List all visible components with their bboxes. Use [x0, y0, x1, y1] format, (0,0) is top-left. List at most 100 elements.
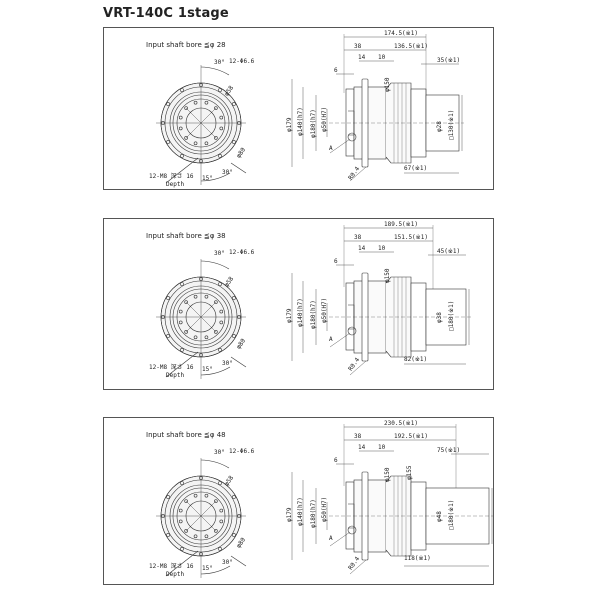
dim-14-label: 14: [358, 54, 366, 61]
angle-arc: [200, 260, 230, 270]
bolt-hole: [232, 140, 236, 144]
tap-hole: [214, 330, 218, 334]
phi180-label: φ180(h7): [310, 109, 317, 138]
tap-hole: [219, 508, 224, 513]
phi140-label: φ140(h7): [297, 497, 304, 526]
bolt-hole: [166, 533, 170, 537]
tap-hole: [219, 309, 224, 314]
holes-label: 12-Φ6.6: [229, 448, 255, 455]
angle-arc: [200, 459, 230, 469]
leader-line: [165, 157, 199, 184]
dim-38-label: 38: [354, 234, 362, 241]
bottom-length-label: 118(※1): [404, 555, 431, 562]
tap-hole: [178, 519, 183, 524]
square-size-label: □130(※1): [448, 109, 455, 140]
phi179-label: φ179: [286, 117, 293, 132]
depth-label: Depth: [166, 372, 185, 379]
tail-length-label: 35(※1): [437, 57, 461, 64]
drawing-panel: Input shaft bore ≦φ 48 30° 12-Φ6.6 φ58 φ…: [103, 417, 494, 585]
body-length-label: 151.5(※1): [394, 234, 428, 241]
bolt-hole: [232, 102, 236, 106]
bottom-length-label: 67(※1): [404, 165, 428, 172]
phi150-label: φ150: [384, 77, 391, 92]
center-line: [185, 301, 217, 333]
drawing-panel: Input shaft bore ≦φ 38 30° 12-Φ6.6 φ58 φ…: [103, 218, 494, 390]
tap-hole: [184, 106, 188, 110]
tap-hole: [193, 294, 198, 299]
depth-label: Depth: [166, 571, 185, 578]
tap-hole: [193, 141, 198, 146]
angle-30-label: 30°: [222, 169, 233, 176]
leader-line: [349, 166, 367, 182]
bolt-hole: [232, 533, 236, 537]
tap-hole: [184, 136, 188, 140]
square-size-label: □180(※1): [448, 499, 455, 530]
input-bore-label: Input shaft bore ≦φ 38: [146, 232, 226, 240]
leader-line: [230, 555, 247, 567]
tap-hole: [214, 300, 218, 304]
tap-label: 12-M8 深さ 16: [149, 173, 194, 180]
detail-a-circle: [347, 525, 357, 535]
input-bore-label: Input shaft bore ≦φ 48: [146, 431, 226, 439]
tap-label: 12-M8 深さ 16: [149, 364, 194, 371]
tap-hole: [193, 335, 198, 340]
bolt-hole: [166, 495, 170, 499]
bolt-hole: [166, 102, 170, 106]
detail-a-label: A: [329, 145, 333, 152]
dim-14-label: 14: [358, 245, 366, 252]
bolt-hole: [166, 296, 170, 300]
bolt-hole: [180, 154, 184, 158]
drawing-panel: Input shaft bore ≦φ 28 30° 12-Φ6.6 φ58 φ…: [103, 27, 494, 190]
center-line: [185, 500, 217, 532]
dim-6-label: 6: [334, 258, 338, 265]
tap-hole: [178, 320, 183, 325]
tap-hole: [178, 126, 183, 131]
tail-length-label: 75(※1): [437, 447, 461, 454]
angle-15-label: 15°: [202, 366, 213, 373]
tap-hole: [178, 115, 183, 120]
bolt-hole: [180, 88, 184, 92]
bolt-hole: [232, 334, 236, 338]
angle-15-label: 15°: [202, 175, 213, 182]
leader-line: [165, 550, 199, 577]
body-length-label: 136.5(※1): [394, 43, 428, 50]
phi180-label: φ180(h7): [310, 499, 317, 528]
leader-line: [165, 351, 199, 378]
technical-drawing: [156, 34, 464, 185]
detail-a-label: A: [329, 336, 333, 343]
output-pilot: [345, 88, 355, 157]
angle-arc: [200, 172, 231, 182]
angle-arc: [200, 66, 230, 76]
bolt-hole: [180, 547, 184, 551]
tap-hole: [204, 141, 209, 146]
bolt-hole: [218, 154, 222, 158]
phi50-label: φ50(H7): [321, 297, 328, 323]
phi140-label: φ140(h7): [297, 298, 304, 327]
tap-label: 12-M8 深さ 16: [149, 563, 194, 570]
total-length-label: 174.5(※1): [384, 30, 418, 37]
tap-hole: [193, 493, 198, 498]
holes-label: 12-Φ6.6: [229, 58, 255, 65]
dim-6-label: 6: [334, 67, 338, 74]
dim-14-label: 14: [358, 444, 366, 451]
phi179-label: φ179: [286, 308, 293, 323]
bolt-hole: [218, 88, 222, 92]
holes-label: 12-Φ6.6: [229, 249, 255, 256]
output-body: [353, 280, 387, 354]
angle-top-label: 30°: [214, 250, 225, 257]
detail-a-circle: [347, 326, 357, 336]
tap-hole: [204, 493, 209, 498]
bolt-hole: [232, 495, 236, 499]
tap-hole: [184, 300, 188, 304]
input-bore-label: Input shaft bore ≦φ 28: [146, 41, 226, 49]
phi179-label: φ179: [286, 507, 293, 522]
output-body: [353, 86, 387, 160]
bolt-hole: [180, 282, 184, 286]
total-length-label: 230.5(※1): [384, 420, 418, 427]
tap-hole: [184, 499, 188, 503]
leader-line: [230, 356, 247, 368]
tap-hole: [219, 126, 224, 131]
phi155-label: φ155: [406, 465, 413, 480]
phi50-label: φ50(H7): [321, 496, 328, 522]
depth-label: Depth: [166, 181, 185, 188]
